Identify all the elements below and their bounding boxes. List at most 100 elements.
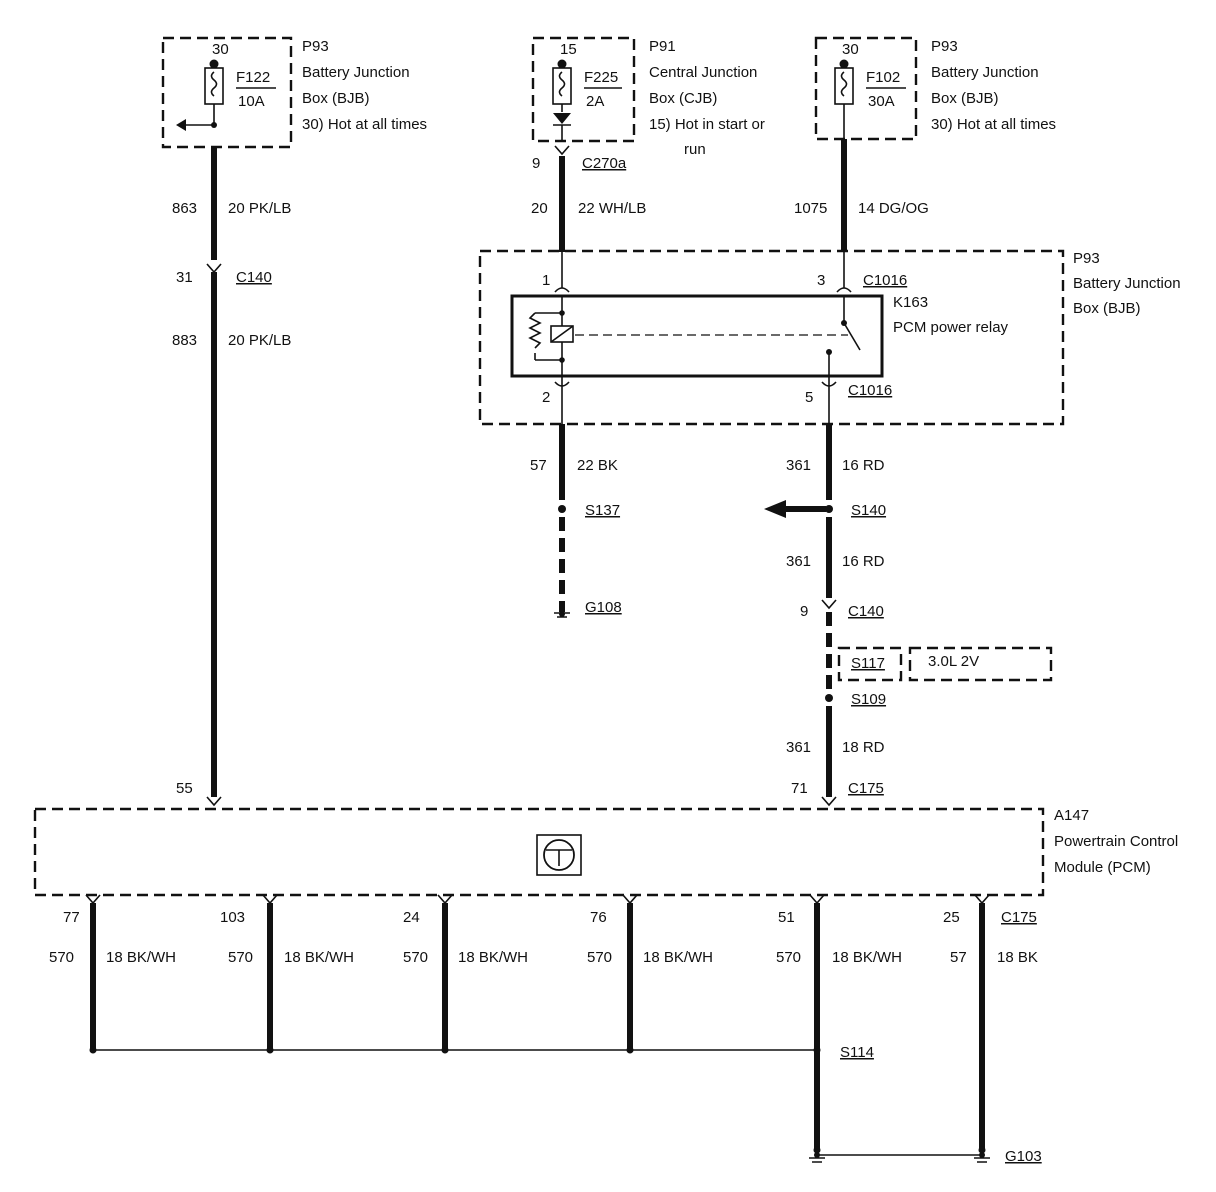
pcm-name: Powertrain Control	[1054, 833, 1178, 850]
pcm-output-circuit: 570	[403, 949, 428, 966]
c1016-pin-1: 1	[542, 272, 550, 289]
wire-57-spec: 22 BK	[577, 457, 618, 474]
c140-left-name: C140	[236, 269, 272, 286]
fuse-f122-note: 30) Hot at all times	[302, 116, 427, 133]
fuse-f225-id: F225	[584, 69, 618, 86]
splice-s137: S137	[585, 502, 620, 519]
pcm-name-2: Module (PCM)	[1054, 859, 1151, 876]
wire-863-spec: 20 PK/LB	[228, 200, 291, 217]
ground-g103: G103	[1005, 1148, 1042, 1165]
pcm-output-pin: 103	[220, 909, 245, 926]
splice-s140-dot	[825, 505, 833, 513]
fuse-f225-note-2: run	[684, 141, 706, 158]
pcm-output-circuit: 570	[587, 949, 612, 966]
fuse-f102-location-2: Box (BJB)	[931, 90, 999, 107]
fuse-f225-pin: 15	[560, 41, 577, 58]
pcm-output-spec: 18 BK/WH	[832, 949, 902, 966]
terminal-1-icon	[554, 287, 570, 293]
ground-g103-icon	[974, 1157, 990, 1163]
fuse-f122-location: Battery Junction	[302, 64, 410, 81]
fuse-f102-id: F102	[866, 69, 900, 86]
wire-361-b-spec: 16 RD	[842, 553, 885, 570]
splice-s140: S140	[851, 502, 886, 519]
fuse-f102-note: 30) Hot at all times	[931, 116, 1056, 133]
splice-s137-dot	[558, 505, 566, 513]
wire-361-c-spec: 18 RD	[842, 739, 885, 756]
relay-name: PCM power relay	[893, 319, 1009, 336]
pcm-output-spec: 18 BK/WH	[284, 949, 354, 966]
wire-863-circuit: 863	[172, 200, 197, 217]
splice-s109-dot	[825, 694, 833, 702]
wire-1075-circuit: 1075	[794, 200, 827, 217]
ground-g108: G108	[585, 599, 622, 616]
fuse-f225-box: 15 F225 2A	[531, 36, 636, 143]
splice-s117: S117	[851, 655, 885, 672]
engine-option-label: 3.0L 2V	[928, 653, 979, 670]
wire-57-circuit: 57	[530, 457, 547, 474]
connector-c140-left-icon	[206, 263, 222, 274]
wire-end-dot	[978, 1146, 986, 1154]
wire-20-circuit: 20	[531, 200, 548, 217]
connector-c140-right-icon	[821, 599, 837, 610]
c140-right-pin: 9	[800, 603, 808, 620]
c1016-pin-3: 3	[817, 272, 825, 289]
wire-1075-spec: 14 DG/OG	[858, 200, 929, 217]
fuse-f122-code: P93	[302, 38, 329, 55]
diode-icon	[553, 113, 571, 124]
c1016-pin-5: 5	[805, 389, 813, 406]
fuse-f225-code: P91	[649, 38, 676, 55]
c175-pin-71: 71	[791, 780, 808, 797]
c140-left-pin: 31	[176, 269, 193, 286]
wire-883-spec: 20 PK/LB	[228, 332, 291, 349]
splice-s117-box	[837, 646, 903, 682]
c1016-bottom-name: C1016	[848, 382, 892, 399]
pcm-output-circuit: 570	[228, 949, 253, 966]
relay-coil-resistor-icon	[528, 312, 542, 349]
pcm-output-pin: 76	[590, 909, 607, 926]
relay-id: K163	[893, 294, 928, 311]
pcm-output-circuit: 570	[49, 949, 74, 966]
pcm-output-pin: 25	[943, 909, 960, 926]
wire-361-circuit: 361	[786, 457, 811, 474]
relay-switch-icon	[843, 322, 861, 351]
fuse-f102-location: Battery Junction	[931, 64, 1039, 81]
ground-g103-icon-left	[809, 1157, 825, 1163]
pcm-code: A147	[1054, 807, 1089, 824]
c1016-pin-2: 2	[542, 389, 550, 406]
relay-box-code: P93	[1073, 250, 1100, 267]
fuse-f122-id: F122	[236, 69, 270, 86]
fuse-f122-rating: 10A	[238, 93, 265, 110]
pcm-pin-terminal-icon	[262, 894, 278, 905]
pcm-output-pin: 51	[778, 909, 795, 926]
wire-20-spec: 22 WH/LB	[578, 200, 646, 217]
terminal-3-icon	[836, 287, 852, 293]
pcm-output-circuit: 570	[776, 949, 801, 966]
wire-361-c-circuit: 361	[786, 739, 811, 756]
pcm-output-spec: 18 BK/WH	[458, 949, 528, 966]
c270a-name: C270a	[582, 155, 627, 172]
c1016-top-name: C1016	[863, 272, 907, 289]
pcm-pin-terminal-icon	[974, 894, 990, 905]
wire-end-dot	[813, 1146, 821, 1154]
wire-883-circuit: 883	[172, 332, 197, 349]
pcm-module-icon	[536, 834, 582, 876]
fuse-f102-code: P93	[931, 38, 958, 55]
pcm-output-spec: 18 BK/WH	[106, 949, 176, 966]
c270a-pin: 9	[532, 155, 540, 172]
pcm-output-pin: 77	[63, 909, 80, 926]
pcm-module-box	[33, 807, 1045, 897]
pcm-output-spec: 18 BK	[997, 949, 1038, 966]
fuse-f102-pin: 30	[842, 41, 859, 58]
fuse-f225-location: Central Junction	[649, 64, 757, 81]
c175-top-name: C175	[848, 780, 884, 797]
pcm-output-circuit: 57	[950, 949, 967, 966]
fuse-f122-pin: 30	[212, 41, 229, 58]
connector-c270a-icon	[554, 145, 570, 156]
wire-361-b-circuit: 361	[786, 553, 811, 570]
relay-box-location-2: Box (BJB)	[1073, 300, 1141, 317]
fuse-f225-rating: 2A	[586, 93, 604, 110]
relay-box-location: Battery Junction	[1073, 275, 1181, 292]
fuse-f102-box: 30 F102 30A	[814, 36, 918, 141]
